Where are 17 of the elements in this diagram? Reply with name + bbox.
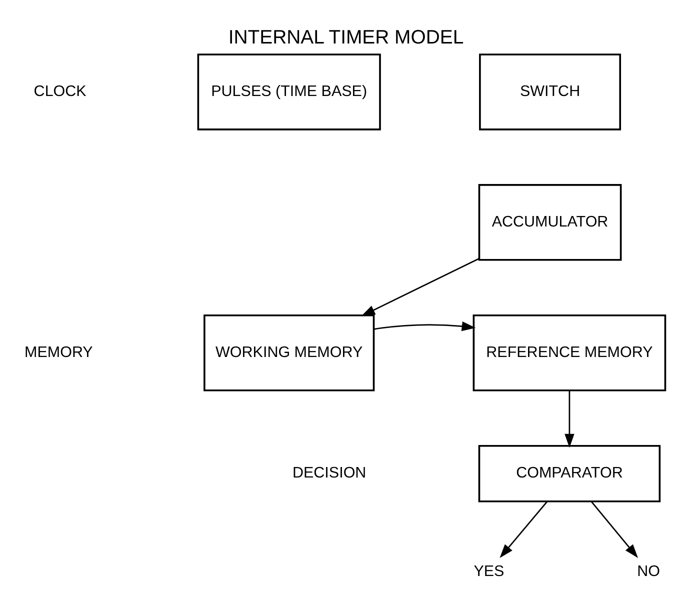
arrow xyxy=(361,258,480,316)
arrow xyxy=(500,501,548,558)
arrow xyxy=(374,321,476,332)
node-text: NO xyxy=(637,563,660,580)
node-text: YES xyxy=(474,563,504,580)
diagram-title: INTERNAL TIMER MODEL xyxy=(228,26,464,49)
arrow xyxy=(564,390,574,448)
label: CLOCK xyxy=(34,82,86,100)
arrow xyxy=(590,501,638,558)
node-box: SWITCH xyxy=(479,54,622,130)
node-box: REFERENCE MEMORY xyxy=(472,314,666,392)
node-box: COMPARATOR xyxy=(478,444,661,502)
label: DECISION xyxy=(292,464,366,482)
node-box: ACCUMULATOR xyxy=(478,184,622,261)
node-box: PULSES (TIME BASE) xyxy=(197,54,381,130)
label: MEMORY xyxy=(24,344,93,361)
node-box: WORKING MEMORY xyxy=(204,314,375,392)
